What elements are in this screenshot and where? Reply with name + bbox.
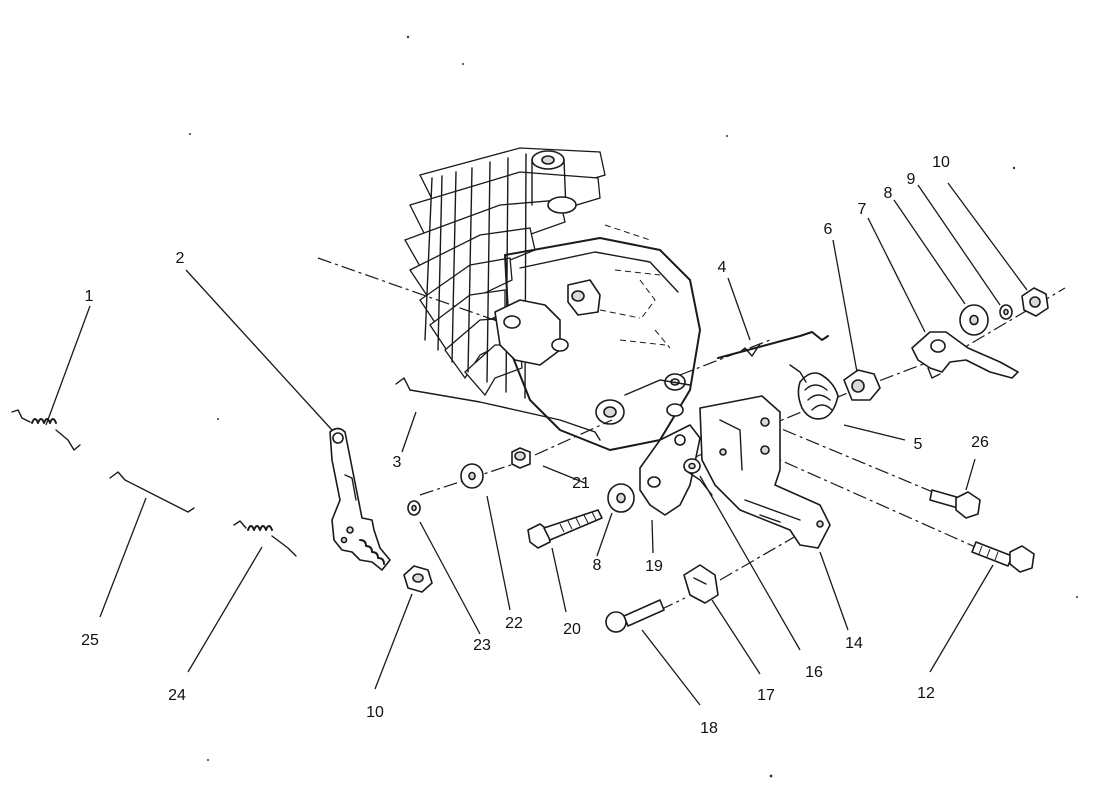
- part-19-bracket: [639, 424, 713, 516]
- part-9-washer: [999, 304, 1013, 320]
- callout-1: 1: [85, 288, 94, 305]
- callout-10-lower: 10: [366, 704, 384, 721]
- part-18-bolt: [605, 599, 665, 633]
- callout-17: 17: [757, 687, 775, 704]
- part-20-bolt: [527, 509, 603, 549]
- callout-9: 9: [907, 171, 916, 188]
- callout-21: 21: [572, 475, 590, 492]
- callout-8-upper: 8: [884, 185, 893, 202]
- part-10-nut-left: [403, 565, 433, 593]
- callout-19: 19: [645, 558, 663, 575]
- part-5-spring: [789, 364, 839, 420]
- part-4-rod: [717, 331, 829, 359]
- part-25-link-rod: [109, 471, 195, 513]
- part-10-nut-upper: [1021, 287, 1049, 317]
- callout-10-upper: 10: [932, 154, 950, 171]
- scan-specks: [189, 35, 1078, 778]
- engine-block: [404, 147, 701, 451]
- callout-20: 20: [563, 621, 581, 638]
- callout-labels: 1 2 3 4 5 6 7 8 8 9 10 10 12 14 16 17 18…: [81, 154, 989, 737]
- callout-24: 24: [168, 687, 186, 704]
- part-3-throttle-link: [395, 377, 601, 441]
- callout-3: 3: [393, 454, 402, 471]
- callout-23: 23: [473, 637, 491, 654]
- part-23-washer: [407, 500, 421, 516]
- part-7-lever-arm: [911, 331, 1019, 379]
- part-14-plate: [699, 395, 831, 549]
- part-1-spring: [11, 409, 81, 451]
- callout-22: 22: [505, 615, 523, 632]
- callout-5: 5: [914, 436, 923, 453]
- callout-12: 12: [917, 685, 935, 702]
- callout-16: 16: [805, 664, 823, 681]
- part-6-bushing: [843, 369, 881, 401]
- part-8-washer-upper: [959, 304, 989, 336]
- callout-6: 6: [824, 221, 833, 238]
- part-26-bolt: [929, 489, 981, 519]
- part-24-spring: [233, 520, 297, 557]
- part-8-washer-lower: [607, 483, 635, 513]
- callout-14: 14: [845, 635, 863, 652]
- part-21-bushing: [511, 447, 531, 469]
- callout-8-lower: 8: [593, 557, 602, 574]
- part-22-washer: [460, 463, 484, 489]
- callout-25: 25: [81, 632, 99, 649]
- part-2-governor-lever: [329, 427, 391, 571]
- callout-7: 7: [858, 201, 867, 218]
- callout-4: 4: [718, 259, 727, 276]
- callout-2: 2: [176, 250, 185, 267]
- part-16-cap: [683, 458, 701, 474]
- callout-18: 18: [700, 720, 718, 737]
- callout-26: 26: [971, 434, 989, 451]
- part-17-clip: [683, 564, 719, 604]
- leader-lines: [45, 182, 1028, 706]
- part-12-bolt: [971, 541, 1035, 573]
